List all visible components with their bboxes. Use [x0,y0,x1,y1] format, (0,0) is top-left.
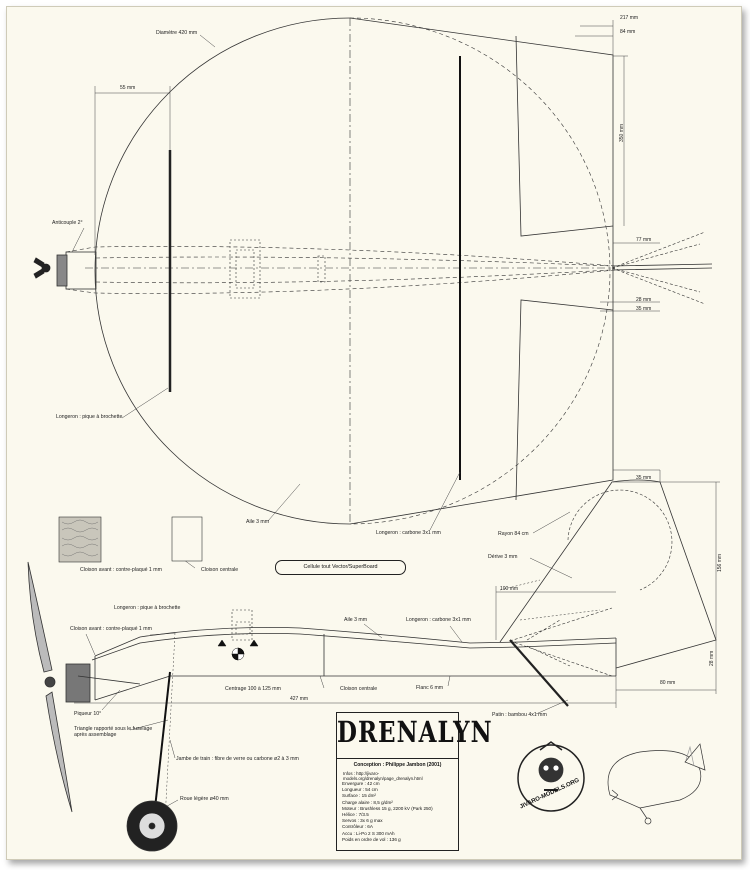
label-skid: Patin : bambou 4x1 mm [492,712,547,718]
title-divider [337,758,458,759]
spec-item: Moteur : Brushless 15 g, 2200 kV (Park 2… [342,805,433,811]
label-front-bulkhead-side: Cloison avant : contre-plaqué 1 mm [70,626,152,632]
label-spar-top: Longeron : pique à brochette [56,414,123,420]
label-downthrust: Piqueur 10° [74,711,102,717]
label-wing: Aile 3 mm [246,519,270,525]
fuselage-side-view [65,479,717,703]
spec-item: Accu : Li-Po 2 S 300 mAh [342,830,395,836]
central-bulkhead-swatch [171,516,203,562]
dim-217: 217 mm [620,15,639,21]
cg-marker [217,639,259,661]
label-triangle-2: après assemblage [74,732,117,738]
fin-outline [499,479,717,669]
title-block: DRENALYN Conception : Philippe Jambon (2… [336,712,493,851]
spar-brochette-side [164,632,176,821]
label-wheel: Roue légère ø40 mm [180,796,229,802]
cell-material-note: Cellule tout Vector/SuperBoard [275,560,406,575]
label-front-bulkhead: Cloison avant : contre-plaqué 1 mm [80,567,162,573]
jivaro-stamp-logo [517,741,585,812]
label-cg: Centrage 100 à 125 mm [225,686,281,692]
label-wing-side: Aile 3 mm [344,617,368,623]
label-radius: Rayon 84 cm [498,531,529,537]
label-spar-side: Longeron : pique à brochette [114,605,181,611]
dim-35b: 35 mm [636,475,652,481]
wing-disc-dashed [349,17,611,525]
wheel [126,800,178,852]
dim-100: 100 mm [500,586,519,592]
label-carbon-side: Longeron : carbone 3x1 mm [406,617,471,623]
dim-28b: 28 mm [709,650,715,666]
wing-top-view [85,17,615,525]
propeller-top [33,257,51,279]
label-flank: Flanc 6 mm [416,685,444,691]
label-carbon-top: Longeron : carbone 3x1 mm [376,530,441,536]
dim-77: 77 mm [636,237,652,243]
spec-item: Envergure : 42 cm [342,781,380,786]
dim-28: 28 mm [636,297,652,303]
label-diameter: Diamètre 420 mm [156,30,198,36]
dim-350: 350 mm [619,123,625,142]
spec-item: Surface : 15 dm² [342,793,376,799]
dimension-lines [74,20,720,708]
label-triangle-1: Triangle rapporté sous le fuselage [74,726,153,732]
fin-radius-dashed [567,489,673,591]
dim-156: 156 mm [717,553,723,572]
fuselage-top-view [56,231,713,305]
info-link[interactable]: Infos : http://jivaro-models.org/drenaly… [343,771,423,781]
spec-item: Servos : 3x 6 g max [342,818,383,824]
spec-item: Charge alaire : 8,5 g/dm² [342,799,393,805]
dim-80: 80 mm [660,680,676,686]
plane-name: DRENALYN [337,715,493,750]
dim-35: 35 mm [636,306,652,312]
dim-427: 427 mm [290,696,309,702]
propeller-side [27,561,73,813]
spec-item: Longueur : 54 cm [342,787,378,793]
skid-line [509,639,569,707]
elevator-top [515,35,614,237]
elevator-bottom [515,299,614,501]
label-anticouple: Anticouple 2° [52,220,83,226]
wing-trailing-edge [349,17,614,525]
design-credit: Conception : Philippe Jambon (2001) [353,762,442,768]
gear-leg [154,671,171,809]
label-central-bulkhead-side: Cloison centrale [340,686,378,692]
spec-item: Contrôleur : 6A [342,824,373,830]
spec-list: Envergure : 42 cm Longueur : 54 cm Surfa… [342,781,433,843]
perspective-sketch [607,743,706,825]
dim-84: 84 mm [620,29,636,35]
spec-item: Hélice : 7/3.5 [342,812,369,818]
label-fin: Dérive 3 mm [488,554,518,560]
label-central-bulkhead: Cloison centrale [201,567,239,573]
dim-55: 55 mm [120,85,136,91]
wing-outline [94,17,351,525]
spec-item: Poids en ordre de vol : 136 g [342,836,401,842]
leader-lines [71,34,573,811]
label-gear: Jambe de train : fibre de verre ou carbo… [176,756,299,762]
contreplaque-swatch [58,516,102,563]
